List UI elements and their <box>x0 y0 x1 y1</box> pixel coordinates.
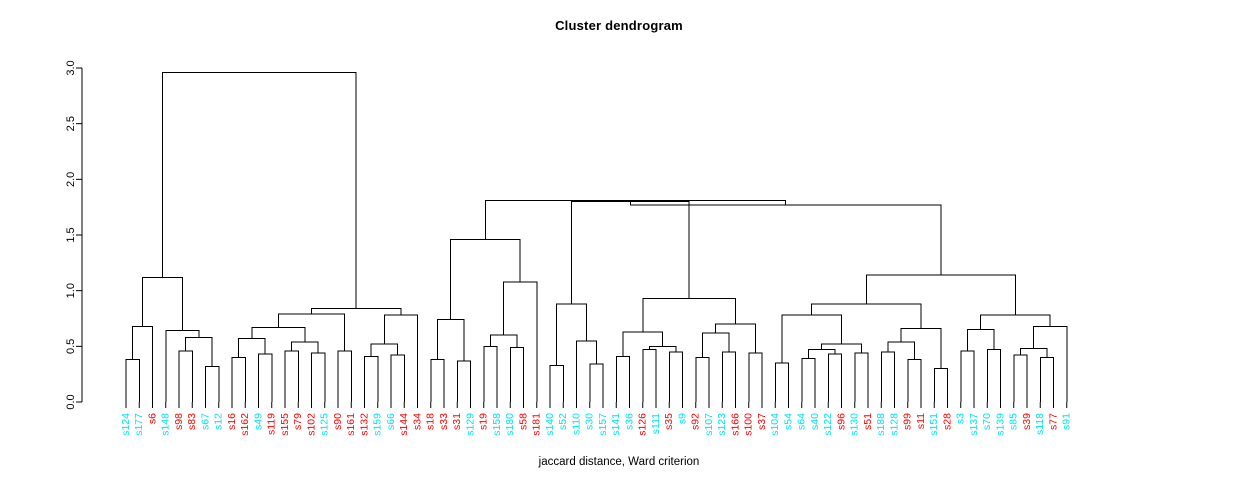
y-tick-label: 1.0 <box>65 283 77 298</box>
leaf-label: s100 <box>743 413 755 436</box>
y-tick-label: 2.0 <box>65 172 77 187</box>
leaf-label: s58 <box>517 413 529 430</box>
leaf-label: s155 <box>279 413 291 436</box>
leaf-label: s6 <box>146 413 158 424</box>
leaf-label: s54 <box>782 413 794 430</box>
y-axis: 0.0 0.5 1.0 1.5 2.0 2.5 3.0 <box>65 60 83 410</box>
leaf-label: s19 <box>478 413 490 430</box>
leaf-label: s67 <box>199 413 211 430</box>
y-tick-label: 0.0 <box>65 394 77 409</box>
leaf-label: s16 <box>226 413 238 430</box>
leaf-label: s132 <box>358 413 370 436</box>
leaf-label: s110 <box>570 413 582 435</box>
dendrogram-tree <box>125 71 1068 402</box>
leaf-label: s85 <box>1008 413 1020 430</box>
leaf-label: s128 <box>888 413 900 436</box>
x-axis-caption: jaccard distance, Ward criterion <box>538 456 700 468</box>
leaf-label: s36 <box>623 413 635 430</box>
leaf-label: s161 <box>345 413 357 436</box>
leaf-label: s28 <box>941 413 953 430</box>
leaf-label: s148 <box>160 413 172 436</box>
leaf-label: s40 <box>809 413 821 430</box>
leaf-label: s124 <box>120 413 132 436</box>
leaf-label: s12 <box>213 413 225 430</box>
leaf-label: s104 <box>769 413 781 436</box>
leaf-label: s188 <box>875 413 887 436</box>
leaf-label: s92 <box>690 413 702 430</box>
leaf-label: s3 <box>955 413 967 424</box>
leaf-label: s177 <box>133 413 145 436</box>
leaf-label: s126 <box>637 413 649 436</box>
page-title: Cluster dendrogram <box>555 18 683 33</box>
leaf-label: s166 <box>729 413 741 436</box>
leaf-label: s140 <box>544 413 556 436</box>
leaf-label: s83 <box>186 413 198 430</box>
leaf-label: s102 <box>305 413 317 436</box>
leaf-label: s122 <box>822 413 834 436</box>
leaf-label: s151 <box>928 413 940 436</box>
leaf-label: s39 <box>1021 413 1033 430</box>
leaf-label: s158 <box>491 413 503 436</box>
leaf-label: s37 <box>756 413 768 430</box>
leaf-label: s91 <box>1061 413 1073 430</box>
leaf-label: s99 <box>902 413 914 430</box>
leaf-label: s18 <box>425 413 437 430</box>
leaf-label: s119 <box>266 413 278 435</box>
leaf-label: s118 <box>1034 413 1046 435</box>
leaf-label: s141 <box>610 413 622 436</box>
leaf-label: s49 <box>252 413 264 430</box>
leaf-label: s125 <box>319 413 331 436</box>
leaf-label: s70 <box>981 413 993 430</box>
leaf-label: s130 <box>849 413 861 436</box>
leaf-label: s139 <box>994 413 1006 436</box>
leaf-label: s34 <box>411 413 423 430</box>
leaf-label: s180 <box>504 413 516 436</box>
leaf-label: s137 <box>968 413 980 436</box>
leaf-label: s111 <box>650 413 662 434</box>
leaf-label: s31 <box>451 413 463 430</box>
leaf-label: s98 <box>173 413 185 430</box>
leaf-label: s157 <box>597 413 609 436</box>
leaf-label: s181 <box>531 413 543 436</box>
leaf-label: s79 <box>292 413 304 430</box>
leaf-label: s90 <box>332 413 344 430</box>
y-tick-label: 1.5 <box>65 227 77 242</box>
y-tick-label: 0.5 <box>65 339 77 354</box>
leaf-label: s11 <box>915 413 927 429</box>
leaf-label: s9 <box>676 413 688 424</box>
leaf-label: s30 <box>584 413 596 430</box>
leaf-label: s35 <box>663 413 675 430</box>
leaf-label: s77 <box>1047 413 1059 430</box>
leaf-label: s123 <box>716 413 728 436</box>
leaf-label: s33 <box>438 413 450 430</box>
leaf-label: s159 <box>372 413 384 436</box>
leaf-label: s96 <box>835 413 847 430</box>
leaf-label: s64 <box>796 413 808 430</box>
y-tick-label: 2.5 <box>65 116 77 131</box>
leaf-label: s51 <box>862 413 874 430</box>
y-tick-label: 3.0 <box>65 60 77 75</box>
leaf-ticks <box>125 402 1068 408</box>
leaf-label: s144 <box>398 413 410 436</box>
leaf-label: s66 <box>385 413 397 430</box>
leaf-label: s52 <box>557 413 569 430</box>
leaf-label: s129 <box>464 413 476 436</box>
leaf-label: s107 <box>703 413 715 436</box>
leaf-label: s162 <box>239 413 251 436</box>
